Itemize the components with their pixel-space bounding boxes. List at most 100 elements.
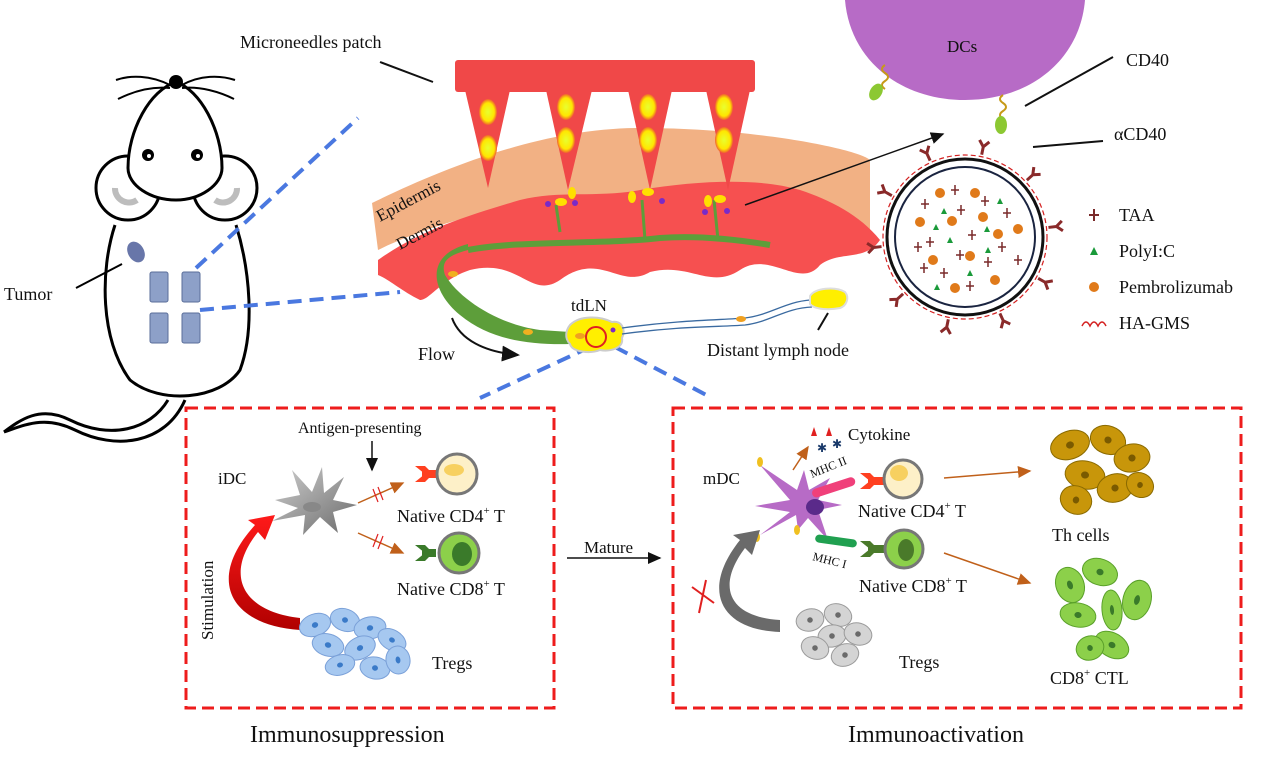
- antibody: [978, 139, 991, 155]
- cell: [1122, 579, 1152, 621]
- cell: [1050, 429, 1090, 461]
- taa-cross: [956, 250, 964, 260]
- pembrolizumab-dot: [993, 229, 1003, 239]
- mhc1-molecule: [815, 534, 857, 548]
- cell: [795, 608, 825, 632]
- antibody: [998, 312, 1011, 329]
- cytokine-symbols: ✱✱: [811, 427, 842, 455]
- right-tregs-label: Tregs: [899, 652, 939, 672]
- legend-label: HA-GMS: [1119, 313, 1190, 333]
- dc-cell: [845, 0, 1085, 100]
- pembrolizumab-dot: [990, 275, 1000, 285]
- cell: [1059, 485, 1093, 515]
- immunosuppression-title: Immunosuppression: [250, 722, 445, 748]
- cytokine-arrow: [792, 445, 809, 471]
- pembrolizumab-dot: [965, 251, 975, 261]
- cell: [800, 636, 830, 660]
- taa-cross: [968, 230, 976, 240]
- left-tregs-label: Tregs: [432, 653, 472, 673]
- cd8-to-ctl-arrow: [943, 552, 1032, 585]
- right-cd4-label: Native CD4+ T: [858, 500, 966, 521]
- cell: [843, 622, 873, 646]
- dcs-label: DCs: [947, 37, 977, 56]
- antibody: [866, 241, 882, 255]
- dermal-particles: [545, 187, 730, 215]
- polyic-triangle: [934, 284, 940, 290]
- cell: [359, 656, 391, 680]
- taa-cross: [966, 281, 974, 291]
- legend-item-pembrolizumab: Pembrolizumab: [1089, 277, 1233, 297]
- pembrolizumab-dot: [915, 217, 925, 227]
- patch-pointer-line: [379, 61, 434, 83]
- mouse-ear-inner-left: [112, 187, 139, 206]
- cd4-t-cell-left: [415, 452, 479, 496]
- distant-lymph-node: [809, 287, 849, 311]
- cytokine-label: Cytokine: [848, 425, 910, 444]
- polyic-triangle: [967, 270, 973, 276]
- cd40-receptors: [869, 64, 1007, 134]
- left-cd4-label: Native CD4+ T: [397, 505, 505, 526]
- stimulation-label: Stimulation: [198, 560, 217, 640]
- th-cells-label: Th cells: [1052, 525, 1109, 545]
- antigen-presenting-label: Antigen-presenting: [298, 420, 422, 437]
- stimulation-arrow: [228, 515, 300, 630]
- lymphatic-vessel: [436, 199, 771, 345]
- antibody: [919, 145, 932, 162]
- mouse-head: [126, 80, 224, 202]
- idc-cell: [272, 467, 357, 535]
- polyic-triangle: [985, 247, 991, 253]
- cell: [830, 643, 860, 667]
- antibody: [939, 319, 952, 335]
- taa-icon: [1089, 209, 1099, 221]
- right-cd8-label: Native CD8+ T: [859, 575, 967, 596]
- epidermis-layer: [372, 128, 870, 250]
- antibody: [876, 183, 893, 197]
- cd40-label: CD40: [1126, 50, 1169, 70]
- pembrolizumab-dot: [950, 283, 960, 293]
- cell: [329, 607, 361, 633]
- svg-text:✱: ✱: [817, 441, 827, 455]
- polyic-triangle: [997, 198, 1003, 204]
- efferent-vessel: [621, 299, 813, 335]
- polyic-triangle: [984, 226, 990, 232]
- antibody: [1048, 219, 1064, 233]
- ctl-label: CD8+ CTL: [1050, 667, 1129, 688]
- mouse-patches: [149, 271, 201, 344]
- left-cd8-label: Native CD8+ T: [397, 578, 505, 599]
- tdln-label: tdLN: [571, 296, 607, 315]
- mhc2-molecule: [812, 477, 856, 498]
- microneedles-patch-label: Microneedles patch: [240, 32, 381, 52]
- cell: [1113, 443, 1151, 473]
- vessel-particle: [736, 316, 746, 322]
- cell: [1101, 589, 1123, 631]
- taa-cross: [914, 242, 922, 252]
- mdc-label: mDC: [703, 469, 740, 488]
- nanoparticle-cargo: [914, 185, 1023, 293]
- block-x-icon: [691, 579, 715, 614]
- ctl-cells-cluster: [1054, 557, 1152, 661]
- cell: [1094, 630, 1130, 660]
- flow-arrow: [451, 317, 520, 362]
- pembrolizumab-icon: [1089, 282, 1099, 292]
- pembrolizumab-dot: [1013, 224, 1023, 234]
- tumor-pointer-line: [75, 263, 123, 289]
- zoom-arrow-to-particle: [744, 132, 945, 206]
- tregs-left-cluster: [299, 607, 411, 680]
- antibody: [889, 292, 905, 308]
- cell: [1059, 602, 1097, 628]
- mouse-illustration: [3, 80, 259, 443]
- taa-cross: [926, 237, 934, 247]
- legend-label: PolyI:C: [1119, 241, 1175, 261]
- taa-cross: [1003, 208, 1011, 218]
- immunoactivation-title: Immunoactivation: [848, 722, 1024, 748]
- cell: [324, 654, 356, 676]
- mature-label: Mature: [584, 538, 633, 557]
- cell: [1082, 557, 1118, 587]
- cd4-t-cell-right: [860, 458, 924, 500]
- blocked-arrows: [357, 482, 405, 554]
- mhc2-label: MHC II: [808, 453, 849, 480]
- cell: [1089, 424, 1127, 456]
- cell: [1075, 635, 1105, 661]
- antibody: [1025, 166, 1041, 182]
